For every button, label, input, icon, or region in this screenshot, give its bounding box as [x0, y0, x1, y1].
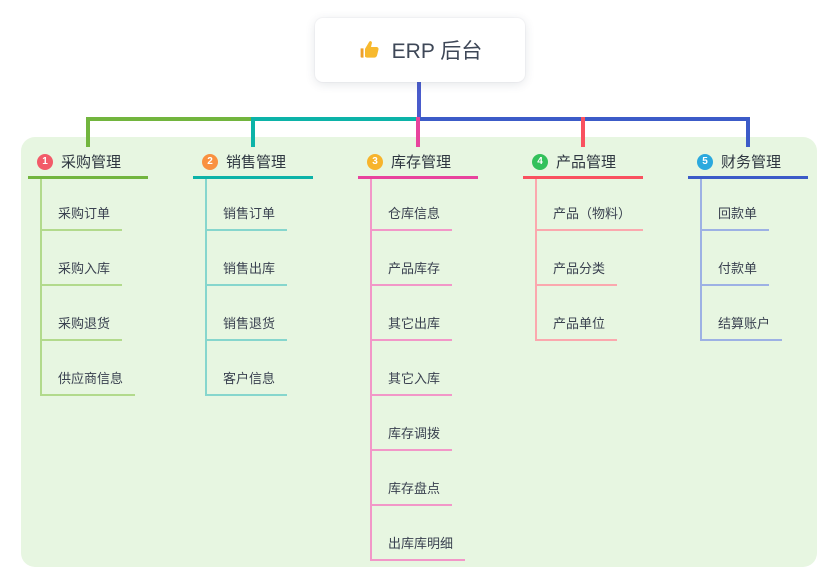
branch-underline: [358, 176, 478, 179]
branch-label: 库存管理: [391, 154, 452, 171]
child-label: 产品分类: [553, 261, 606, 276]
child-label: 仓库信息: [388, 206, 441, 221]
connector-root-vertical: [417, 82, 421, 117]
branch-header[interactable]: 3 库存管理: [358, 147, 478, 179]
connector-branch-drop: [416, 117, 420, 147]
branch-label: 销售管理: [226, 154, 287, 171]
child-label: 产品库存: [388, 261, 441, 276]
child-node[interactable]: 付款单: [702, 231, 770, 286]
branch-children: 仓库信息产品库存其它出库其它入库库存调拨库存盘点出库库明细: [370, 179, 488, 561]
child-node[interactable]: 其它入库: [372, 341, 453, 396]
child-label: 付款单: [718, 261, 758, 276]
branch-underline: [523, 176, 643, 179]
child-node[interactable]: 采购入库: [42, 231, 123, 286]
child-node[interactable]: 销售订单: [207, 179, 288, 231]
branch-underline: [688, 176, 808, 179]
child-node[interactable]: 产品分类: [537, 231, 618, 286]
child-label: 库存调拨: [388, 426, 441, 441]
connector-branch-drop: [251, 117, 255, 147]
thumbs-up-icon: [358, 38, 382, 62]
branch-number-badge: 5: [697, 153, 713, 170]
child-label: 销售出库: [223, 261, 276, 276]
branch-label: 产品管理: [556, 154, 617, 171]
child-label: 结算账户: [718, 316, 771, 331]
branch-column-2: 2 销售管理 销售订单销售出库销售退货客户信息: [193, 147, 323, 396]
child-label: 其它出库: [388, 316, 441, 331]
child-label: 客户信息: [223, 371, 276, 386]
branch-header[interactable]: 1 采购管理: [28, 147, 148, 179]
child-label: 采购订单: [58, 206, 111, 221]
child-label: 产品（物料）: [553, 206, 632, 221]
child-label: 库存盘点: [388, 481, 441, 496]
child-node[interactable]: 采购订单: [42, 179, 123, 231]
branch-number-badge: 2: [202, 153, 218, 170]
branch-children: 产品（物料） 产品分类产品单位: [535, 179, 653, 341]
branch-column-5: 5 财务管理 回款单付款单结算账户: [688, 147, 818, 341]
branch-header[interactable]: 4 产品管理: [523, 147, 643, 179]
child-label: 供应商信息: [58, 371, 124, 386]
child-node[interactable]: 产品库存: [372, 231, 453, 286]
root-node[interactable]: ERP 后台: [315, 18, 525, 82]
child-label: 回款单: [718, 206, 758, 221]
branch-header[interactable]: 5 财务管理: [688, 147, 808, 179]
child-node[interactable]: 采购退货: [42, 286, 123, 341]
connector-horizontal-center: [253, 117, 420, 121]
child-node[interactable]: 销售退货: [207, 286, 288, 341]
branch-underline: [193, 176, 313, 179]
child-node[interactable]: 回款单: [702, 179, 770, 231]
branch-label: 采购管理: [61, 154, 122, 171]
connector-branch-drop: [581, 117, 585, 147]
branch-column-3: 3 库存管理 仓库信息产品库存其它出库其它入库库存调拨库存盘点出库库明细: [358, 147, 488, 561]
child-node[interactable]: 库存盘点: [372, 451, 453, 506]
child-node[interactable]: 供应商信息: [42, 341, 136, 396]
child-node[interactable]: 产品（物料）: [537, 179, 644, 231]
child-label: 产品单位: [553, 316, 606, 331]
root-label: ERP 后台: [391, 40, 483, 63]
branch-number-badge: 3: [367, 153, 383, 170]
branch-header[interactable]: 2 销售管理: [193, 147, 313, 179]
child-label: 其它入库: [388, 371, 441, 386]
child-label: 出库库明细: [388, 536, 454, 551]
connector-branch-drop: [746, 117, 750, 147]
branch-children: 回款单付款单结算账户: [700, 179, 818, 341]
branch-children: 销售订单销售出库销售退货客户信息: [205, 179, 323, 396]
branch-number-badge: 1: [37, 153, 53, 170]
child-node[interactable]: 销售出库: [207, 231, 288, 286]
branch-column-1: 1 采购管理 采购订单采购入库采购退货供应商信息: [28, 147, 158, 396]
branch-label: 财务管理: [721, 154, 782, 171]
branch-children: 采购订单采购入库采购退货供应商信息: [40, 179, 158, 396]
child-node[interactable]: 客户信息: [207, 341, 288, 396]
branch-column-4: 4 产品管理 产品（物料） 产品分类产品单位: [523, 147, 653, 341]
child-node[interactable]: 结算账户: [702, 286, 783, 341]
child-node[interactable]: 仓库信息: [372, 179, 453, 231]
child-label: 销售订单: [223, 206, 276, 221]
connector-branch-drop: [86, 117, 90, 147]
child-node[interactable]: 其它出库: [372, 286, 453, 341]
child-label: 采购入库: [58, 261, 111, 276]
child-label: 采购退货: [58, 316, 111, 331]
connector-horizontal-left: [86, 117, 255, 121]
child-label: 销售退货: [223, 316, 276, 331]
child-node[interactable]: 出库库明细: [372, 506, 466, 561]
child-node[interactable]: 库存调拨: [372, 396, 453, 451]
child-node[interactable]: 产品单位: [537, 286, 618, 341]
content-panel: [21, 137, 817, 567]
branch-number-badge: 4: [532, 153, 548, 170]
branch-underline: [28, 176, 148, 179]
